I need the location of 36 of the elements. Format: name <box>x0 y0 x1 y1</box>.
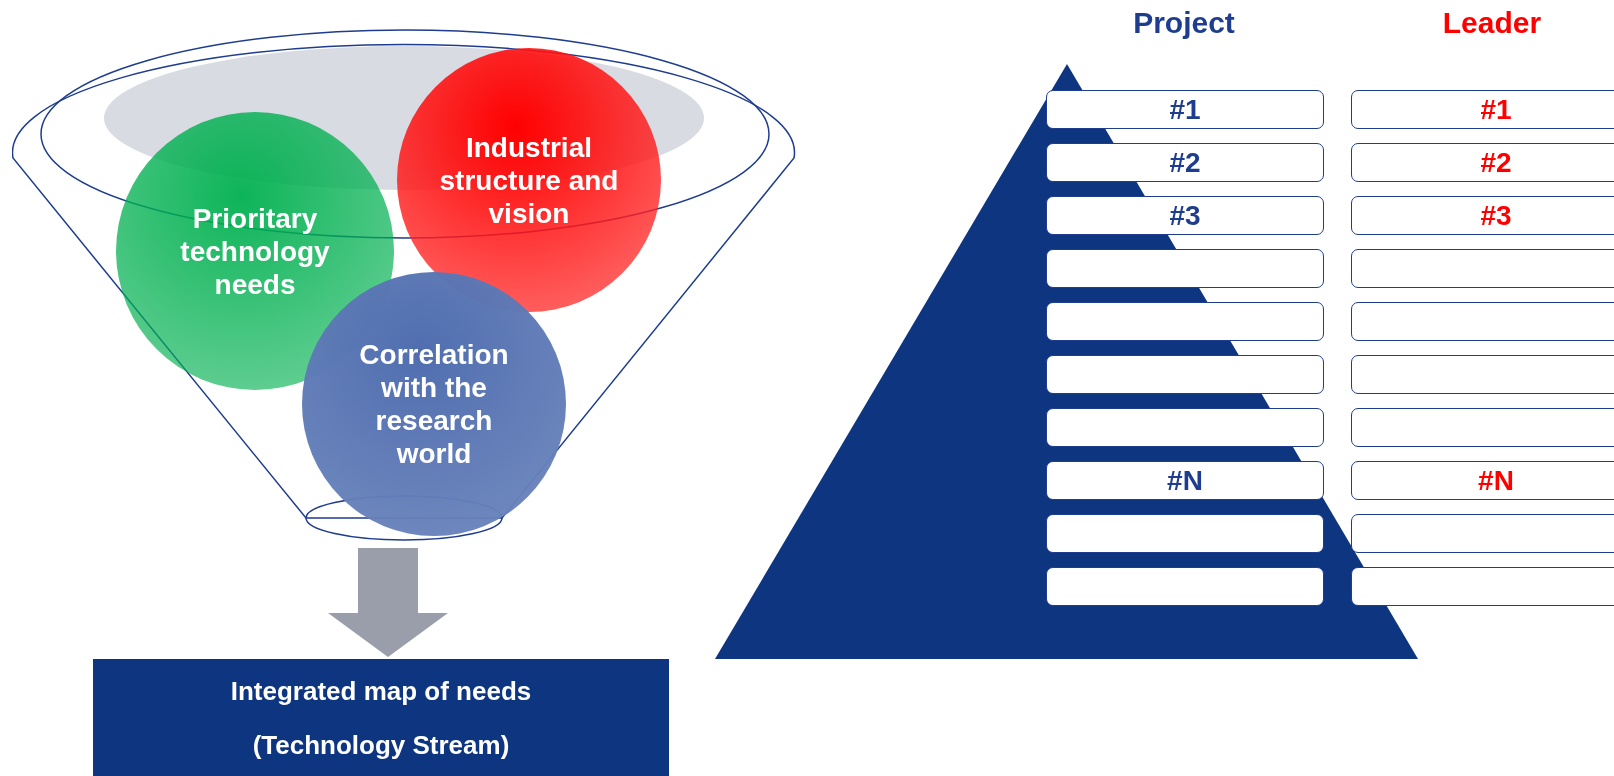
result-box <box>93 659 669 776</box>
column-header: Project <box>1132 6 1236 40</box>
list-row <box>1351 567 1614 606</box>
list-row <box>1351 461 1614 500</box>
list-row <box>1046 408 1324 447</box>
arrow <box>328 548 448 657</box>
row-number: #2 <box>1480 146 1512 179</box>
list-row <box>1351 514 1614 553</box>
list-row <box>1046 461 1324 500</box>
row-number: #1 <box>1169 93 1201 126</box>
list-row <box>1351 355 1614 394</box>
row-number: #2 <box>1169 146 1201 179</box>
topic-label: Industrial structure and vision <box>438 130 620 230</box>
list-row <box>1046 90 1324 129</box>
column-header: Leader <box>1441 6 1543 40</box>
topic-label: Prioritary technology needs <box>179 201 331 301</box>
row-number: #3 <box>1169 199 1201 232</box>
list-row <box>1046 302 1324 341</box>
list-row <box>1351 196 1614 235</box>
row-number: #3 <box>1480 199 1512 232</box>
list-row <box>1046 196 1324 235</box>
list-row <box>1351 90 1614 129</box>
list-row <box>1046 143 1324 182</box>
list-row <box>1046 249 1324 288</box>
row-number: #N <box>1478 464 1514 497</box>
list-row <box>1351 143 1614 182</box>
list-row <box>1351 249 1614 288</box>
list-row <box>1046 567 1324 606</box>
result-text: Integrated map of needs (Technology Stream) <box>229 674 533 762</box>
list-row <box>1046 514 1324 553</box>
list-row <box>1351 408 1614 447</box>
topic-label: Correlation with the research world <box>358 338 510 470</box>
row-number: #1 <box>1480 93 1512 126</box>
list-row <box>1351 302 1614 341</box>
row-number: #N <box>1167 464 1203 497</box>
list-row <box>1046 355 1324 394</box>
